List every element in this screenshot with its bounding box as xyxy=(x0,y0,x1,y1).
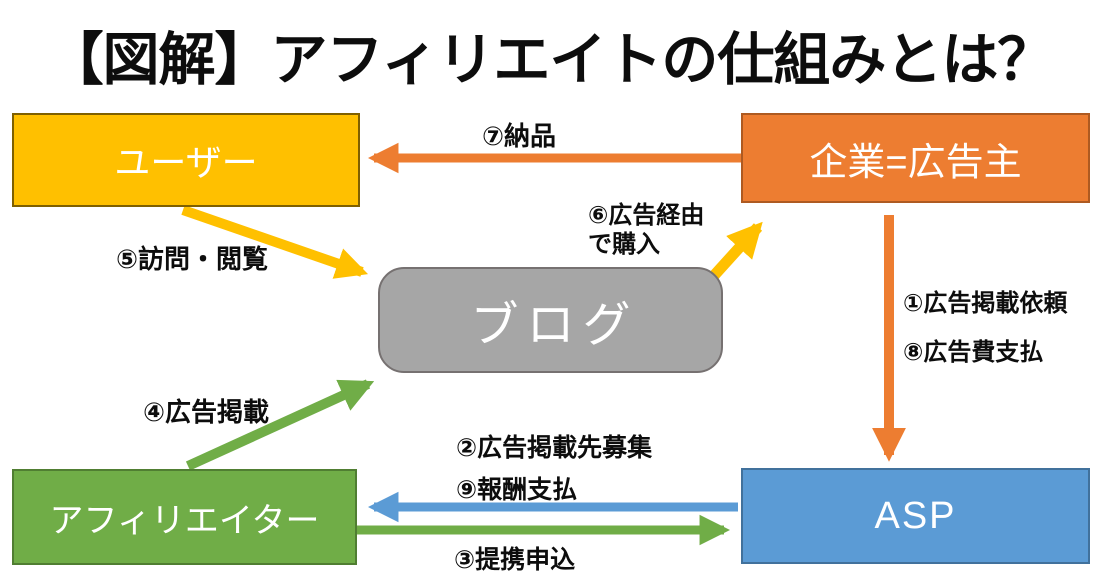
label-purchase-line1: ⑥広告経由 xyxy=(588,202,705,229)
label-delivery: ⑦納品 xyxy=(482,121,557,151)
node-user-label: ユーザー xyxy=(114,142,258,183)
label-apply: ③提携申込 xyxy=(454,546,576,574)
label-ad-request: ①広告掲載依頼 xyxy=(903,290,1068,317)
label-visit: ⑤訪問・閲覧 xyxy=(116,244,269,274)
node-asp-label: ASP xyxy=(874,494,957,537)
node-asp: ASP xyxy=(741,468,1090,564)
label-purchase-line2: で購入 xyxy=(588,231,660,258)
node-blog: ブログ xyxy=(378,267,723,373)
label-recruit: ②広告掲載先募集 xyxy=(456,434,653,462)
label-purchase: ⑥広告経由 で購入 xyxy=(588,201,748,259)
node-blog-label: ブログ xyxy=(470,299,639,352)
page-title: 【図解】アフィリエイトの仕組みとは？ xyxy=(46,28,1055,92)
node-advertiser-label: 企業=広告主 xyxy=(809,141,1022,184)
label-ad-publish: ④広告掲載 xyxy=(143,397,270,427)
label-ad-fee: ⑧広告費支払 xyxy=(903,339,1044,366)
node-advertiser: 企業=広告主 xyxy=(741,113,1090,203)
node-affiliater: アフィリエイター xyxy=(12,469,357,565)
node-affiliater-label: アフィリエイター xyxy=(49,501,320,540)
node-user: ユーザー xyxy=(12,113,360,207)
label-reward: ⑨報酬支払 xyxy=(456,476,578,504)
